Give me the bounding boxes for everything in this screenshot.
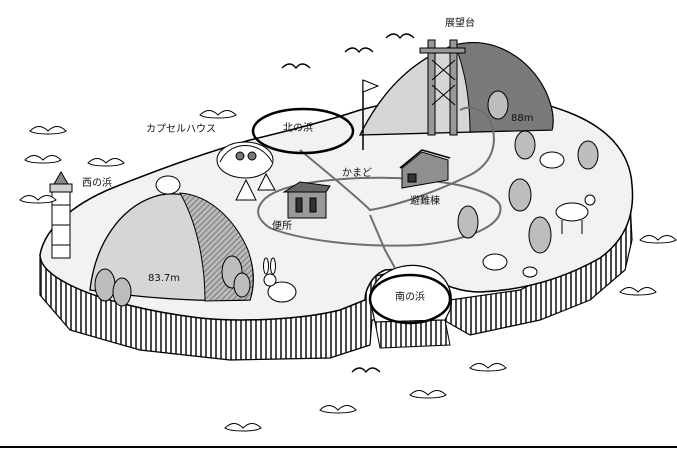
rabbit xyxy=(263,257,297,303)
label-west-beach: 西の浜 xyxy=(82,178,112,189)
observatory-tower xyxy=(419,39,466,136)
trail-south xyxy=(369,214,396,269)
capsule-house xyxy=(216,141,274,179)
flag xyxy=(362,79,380,150)
south-beach-cliff xyxy=(374,319,451,349)
label-toilet: 便所 xyxy=(272,221,292,232)
label-kamado: かまど xyxy=(342,168,372,179)
label-observatory: 展望台 xyxy=(445,18,475,29)
waves xyxy=(19,110,677,432)
tents xyxy=(235,172,276,201)
label-capsule-house: カプセルハウス xyxy=(146,124,216,135)
label-south-beach: 南の浜 xyxy=(395,292,425,303)
rooster-and-hens xyxy=(155,151,565,278)
bottom-rule xyxy=(0,446,677,448)
label-north-beach: 北の浜 xyxy=(283,123,313,134)
trail-ring xyxy=(257,176,502,247)
shelter-cabin xyxy=(399,149,451,189)
goat xyxy=(555,194,596,234)
lighthouse xyxy=(49,171,73,259)
east-hill-shade xyxy=(454,42,554,133)
toilet-hut xyxy=(282,181,331,219)
north-beach-highlight xyxy=(251,107,355,155)
south-beach-highlight xyxy=(368,273,452,325)
label-shelter: 避難棟 xyxy=(410,196,440,207)
trail-north xyxy=(299,106,495,212)
seagulls xyxy=(281,33,415,374)
label-west-hill-height: 83.7m xyxy=(148,273,181,284)
trees xyxy=(94,90,599,307)
label-east-hill-height: 88m xyxy=(511,113,534,124)
